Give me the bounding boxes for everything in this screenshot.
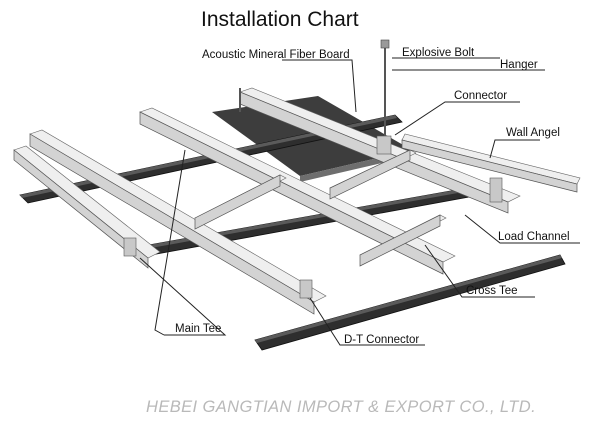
company-name: HEBEI GANGTIAN IMPORT & EXPORT CO., LTD. [146,398,536,416]
dt-connector-shape [123,237,137,257]
cross-tee-group [194,149,447,267]
label-dt-connector: D-T Connector [344,334,419,346]
main-tee-2 [29,133,315,315]
chart-title: Installation Chart [201,8,359,31]
label-cross-tee: Cross Tee [466,285,518,297]
wall-angle [401,133,581,193]
label-hanger: Hanger [500,59,538,71]
label-main-tee: Main Tee [175,323,221,335]
main-tee-1 [13,149,149,269]
leader-lines [139,57,580,346]
connector-shape-2 [489,177,503,203]
label-load-channel: Load Channel [498,231,570,243]
dt-connector-shape-2 [299,279,313,299]
label-explosive-bolt: Explosive Bolt [402,47,475,59]
main-tee-3 [139,111,444,275]
hanger-group [123,39,503,299]
cross-tee-2 [329,149,411,200]
label-connector: Connector [454,90,507,102]
cross-tee-1 [194,174,281,230]
label-wall-angel: Wall Angel [506,127,560,139]
explosive-bolt-shape [380,39,390,49]
label-acoustic-board: Acoustic Mineral Fiber Board [202,49,350,61]
cross-tee-3 [359,214,441,267]
connector-shape [376,135,392,155]
